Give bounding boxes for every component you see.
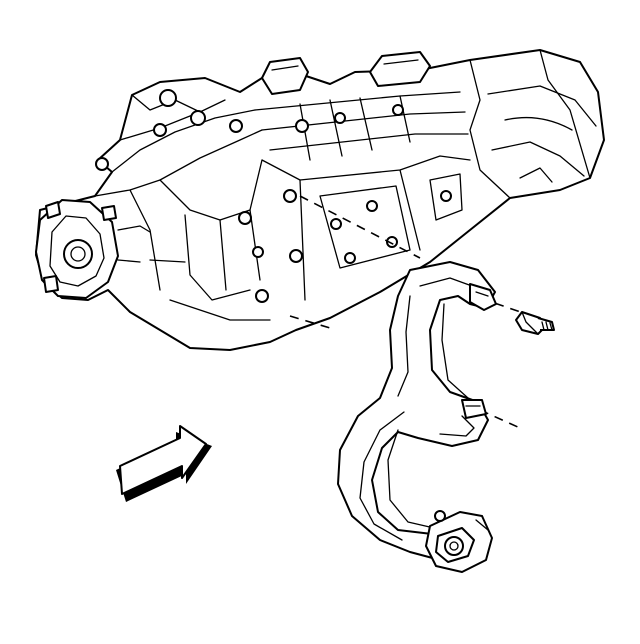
mount-bracket xyxy=(337,261,497,573)
arrow-icon xyxy=(116,425,212,502)
transmission xyxy=(35,49,605,351)
bolt xyxy=(515,311,555,335)
